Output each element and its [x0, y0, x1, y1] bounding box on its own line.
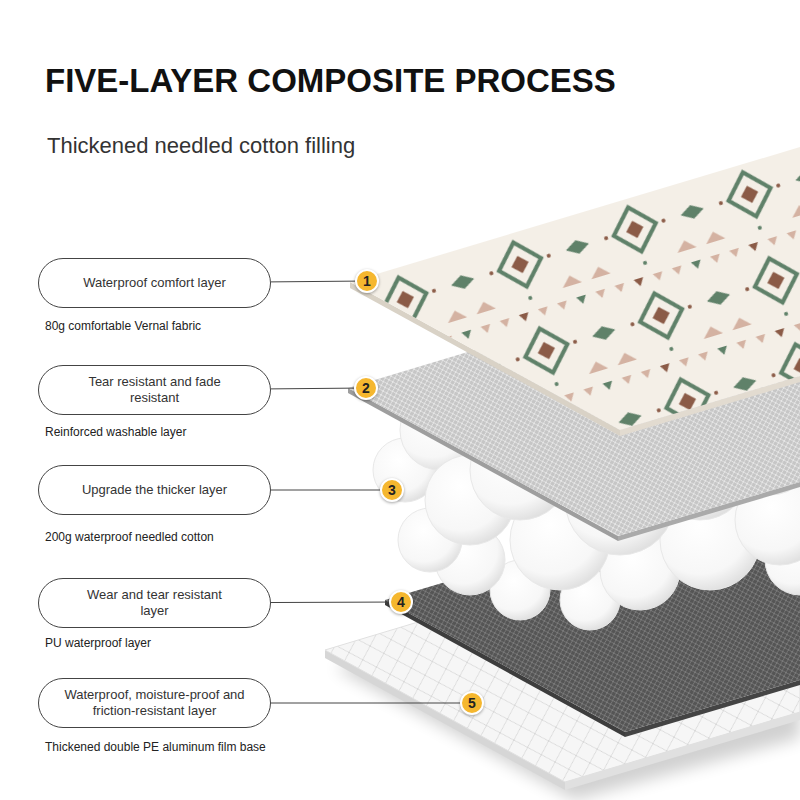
callout-digit: 2: [362, 381, 370, 395]
callout-number: 2: [354, 376, 378, 400]
feature-pill: Upgrade the thicker layer: [38, 465, 271, 515]
feature-pill: Wear and tear resistant layer: [38, 578, 271, 629]
callout-number: 1: [355, 269, 379, 293]
feature-text: Tear resistant and fade resistant: [72, 374, 237, 407]
layer-description: PU waterproof layer: [45, 636, 151, 650]
feature-text: Wear and tear resistant layer: [80, 587, 230, 620]
callout-digit: 4: [397, 595, 405, 609]
feature-pill: Tear resistant and fade resistant: [38, 365, 271, 416]
feature-pill: Waterproof, moisture-proof and friction-…: [38, 678, 271, 729]
layer-description: 200g waterproof needled cotton: [45, 530, 214, 544]
feature-text: Upgrade the thicker layer: [82, 482, 227, 498]
subtitle: Thickened needled cotton filling: [47, 133, 355, 159]
callout-digit: 5: [468, 696, 476, 710]
callout-number: 3: [380, 478, 404, 502]
leader-line: [271, 388, 354, 390]
leader-line: [271, 602, 389, 603]
layer-description: Thickened double PE aluminum film base: [45, 740, 266, 754]
callout-digit: 1: [363, 274, 371, 288]
feature-text: Waterproof, moisture-proof and friction-…: [52, 687, 257, 720]
callout-digit: 3: [388, 483, 396, 497]
callout-number: 5: [460, 691, 484, 715]
layer-description: 80g comfortable Vernal fabric: [45, 319, 201, 333]
leader-line: [271, 490, 380, 491]
main-title: FIVE-LAYER COMPOSITE PROCESS: [45, 62, 616, 100]
feature-pill: Waterproof comfort layer: [38, 258, 271, 308]
leader-line: [271, 703, 460, 704]
layer-description: Reinforced washable layer: [45, 425, 186, 439]
leader-line: [271, 281, 355, 283]
callout-number: 4: [389, 590, 413, 614]
feature-text: Waterproof comfort layer: [83, 275, 226, 291]
